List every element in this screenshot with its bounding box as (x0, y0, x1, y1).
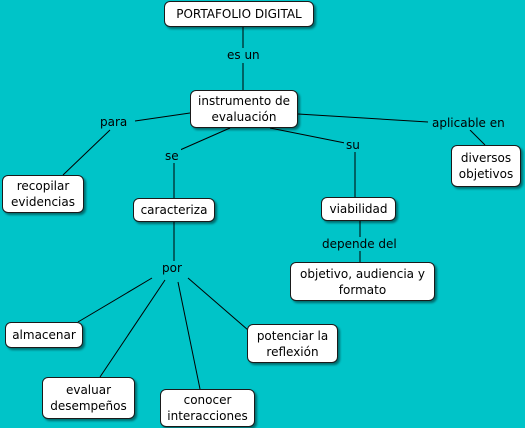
link-label-por: por (160, 261, 184, 275)
edge-por-almacenar (77, 277, 153, 323)
link-label-depende-del: depende del (320, 237, 399, 251)
node-instrumento-de-evaluacion[interactable]: instrumento de evaluación (190, 90, 298, 128)
edge-para-recopilar (62, 129, 111, 176)
edge-instrumento-aplicable (297, 113, 429, 123)
link-label-es-un: es un (225, 48, 262, 62)
node-diversos-objetivos[interactable]: diversos objetivos (451, 145, 521, 187)
edge-por-evaluar (99, 279, 166, 378)
link-label-para: para (98, 115, 130, 129)
node-almacenar[interactable]: almacenar (5, 322, 83, 348)
node-potenciar-la-reflexion[interactable]: potenciar la reflexión (247, 324, 338, 363)
node-conocer-interacciones[interactable]: conocer interacciones (160, 389, 255, 427)
node-recopilar-evidencias[interactable]: recopilar evidencias (2, 175, 84, 213)
link-label-aplicable-en: aplicable en (430, 116, 507, 130)
edge-instrumento-para (134, 112, 191, 122)
edge-instrumento-su (269, 127, 346, 144)
link-label-su: su (344, 138, 362, 152)
node-portafolio-digital[interactable]: PORTAFOLIO DIGITAL (164, 1, 314, 27)
node-objetivo-audiencia-formato[interactable]: objetivo, audiencia y formato (290, 262, 435, 301)
edge-por-conocer (177, 281, 201, 390)
link-label-se: se (163, 149, 181, 163)
edge-instrumento-se (179, 127, 231, 151)
node-evaluar-desempenos[interactable]: evaluar desempeños (42, 377, 135, 419)
node-viabilidad[interactable]: viabilidad (321, 197, 396, 221)
edge-aplicable-diversos (469, 129, 486, 146)
edge-por-potenciar (187, 277, 249, 331)
node-caracteriza[interactable]: caracteriza (133, 198, 215, 222)
